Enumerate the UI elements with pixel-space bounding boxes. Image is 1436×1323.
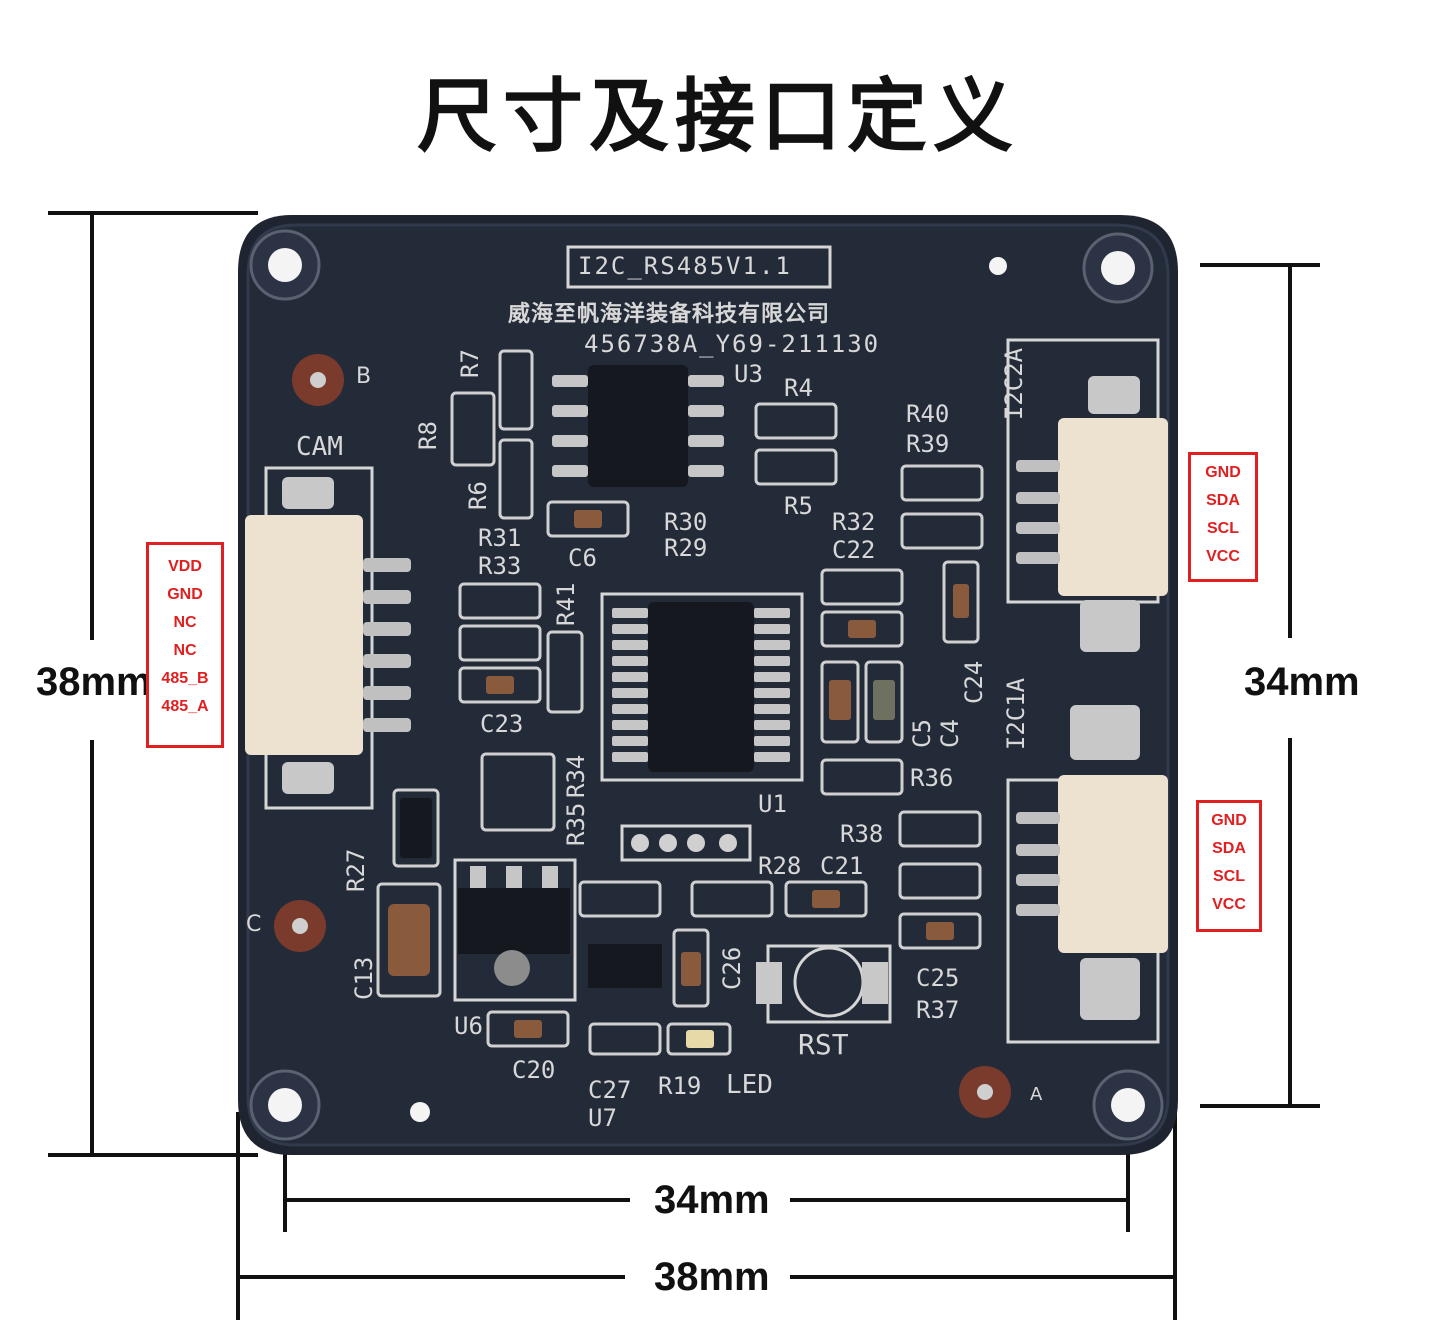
connector-cam	[245, 466, 411, 810]
svg-text:U6: U6	[454, 1012, 483, 1040]
svg-text:C20: C20	[512, 1056, 555, 1084]
svg-text:R35: R35	[562, 803, 590, 846]
pin-label: SDA	[1206, 492, 1240, 509]
svg-text:C4: C4	[936, 719, 964, 748]
connector-i2c1a-label: I2C1A	[1002, 677, 1031, 751]
svg-text:R40: R40	[906, 400, 949, 428]
svg-text:R6: R6	[464, 481, 492, 510]
connector-i2c2a-label: I2C2A	[1000, 347, 1029, 421]
pin-label: SCL	[1213, 868, 1245, 885]
pin-label: VDD	[168, 558, 202, 575]
bottom-outer-width-label: 38mm	[654, 1255, 770, 1299]
connector-cam-label: CAM	[296, 432, 343, 462]
svg-text:R34: R34	[562, 755, 590, 798]
pin-label: 485_B	[161, 670, 209, 687]
svg-text:R32: R32	[832, 508, 875, 536]
svg-text:C27: C27	[588, 1076, 631, 1104]
svg-text:C21: C21	[820, 852, 863, 880]
chip-u1	[600, 592, 804, 782]
bottom-inner-width-label: 34mm	[654, 1178, 770, 1222]
svg-text:R28: R28	[758, 852, 801, 880]
board-company-name: 威海至帆海洋装备科技有限公司	[508, 302, 831, 327]
pin-label: VCC	[1212, 896, 1246, 913]
svg-text:R5: R5	[784, 492, 813, 520]
svg-text:R8: R8	[414, 421, 442, 450]
svg-text:U1: U1	[758, 790, 787, 818]
svg-text:R4: R4	[784, 374, 813, 402]
pinout-right-bottom-box: GND SDA SCL VCC	[1196, 800, 1262, 932]
reset-button	[756, 944, 892, 1024]
svg-text:R33: R33	[478, 552, 521, 580]
dimension-lines	[48, 211, 1320, 1320]
pad-c-label: C	[246, 912, 262, 937]
svg-text:R30: R30	[664, 508, 707, 536]
board-serial: 456738A_Y69-211130	[584, 330, 881, 358]
svg-text:C23: C23	[480, 710, 523, 738]
svg-text:R27: R27	[342, 849, 370, 892]
svg-text:C22: C22	[832, 536, 875, 564]
led-label: LED	[726, 1070, 773, 1100]
svg-text:C6: C6	[568, 544, 597, 572]
chip-u6	[453, 858, 577, 1002]
pin-label: GND	[1211, 812, 1247, 829]
board-version-label: I2C_RS485V1.1	[578, 252, 792, 280]
svg-text:C5: C5	[908, 719, 936, 748]
svg-text:R31: R31	[478, 524, 521, 552]
right-height-label: 34mm	[1244, 660, 1360, 704]
svg-text:R38: R38	[840, 820, 883, 848]
silkscreen-labels: R7 R8 R6 U3 R4 R5 R40 R39 R31 R33 C6 R30…	[342, 349, 988, 1132]
pin-label: SCL	[1207, 520, 1239, 537]
svg-text:C13: C13	[350, 957, 378, 1000]
svg-text:U3: U3	[734, 360, 763, 388]
pad-a-label: A	[1030, 1084, 1043, 1105]
svg-text:R29: R29	[664, 534, 707, 562]
svg-text:C24: C24	[960, 661, 988, 704]
svg-text:R41: R41	[552, 583, 580, 626]
pin-label: 485_A	[161, 698, 209, 715]
pin-label: GND	[1205, 464, 1241, 481]
smd-components	[376, 349, 984, 1056]
svg-text:R39: R39	[906, 430, 949, 458]
reset-button-label: RST	[798, 1028, 849, 1061]
svg-text:C26: C26	[718, 947, 746, 990]
svg-text:R7: R7	[456, 349, 484, 378]
left-height-label: 38mm	[36, 660, 152, 704]
connector-i2c2a	[1006, 338, 1168, 652]
page-title: 尺寸及接口定义	[417, 70, 1019, 163]
svg-text:R37: R37	[916, 996, 959, 1024]
svg-text:R36: R36	[910, 764, 953, 792]
svg-text:U7: U7	[588, 1104, 617, 1132]
pin-label: GND	[167, 586, 203, 603]
connector-i2c1a	[1006, 705, 1168, 1044]
svg-text:R19: R19	[658, 1072, 701, 1100]
pinout-left-box: VDD GND NC NC 485_B 485_A	[146, 542, 224, 748]
pin-label: SDA	[1212, 840, 1246, 857]
svg-text:C25: C25	[916, 964, 959, 992]
pin-label: NC	[173, 642, 197, 659]
pad-b-label: B	[356, 364, 372, 389]
pin-label: VCC	[1206, 548, 1240, 565]
chip-u3	[552, 365, 724, 487]
pin-label: NC	[173, 614, 197, 631]
copper-pads	[274, 354, 1011, 1118]
header-cn5	[620, 824, 752, 862]
pinout-right-top-box: GND SDA SCL VCC	[1188, 452, 1258, 582]
chip-u7	[588, 944, 662, 988]
mounting-holes	[249, 229, 1164, 1141]
